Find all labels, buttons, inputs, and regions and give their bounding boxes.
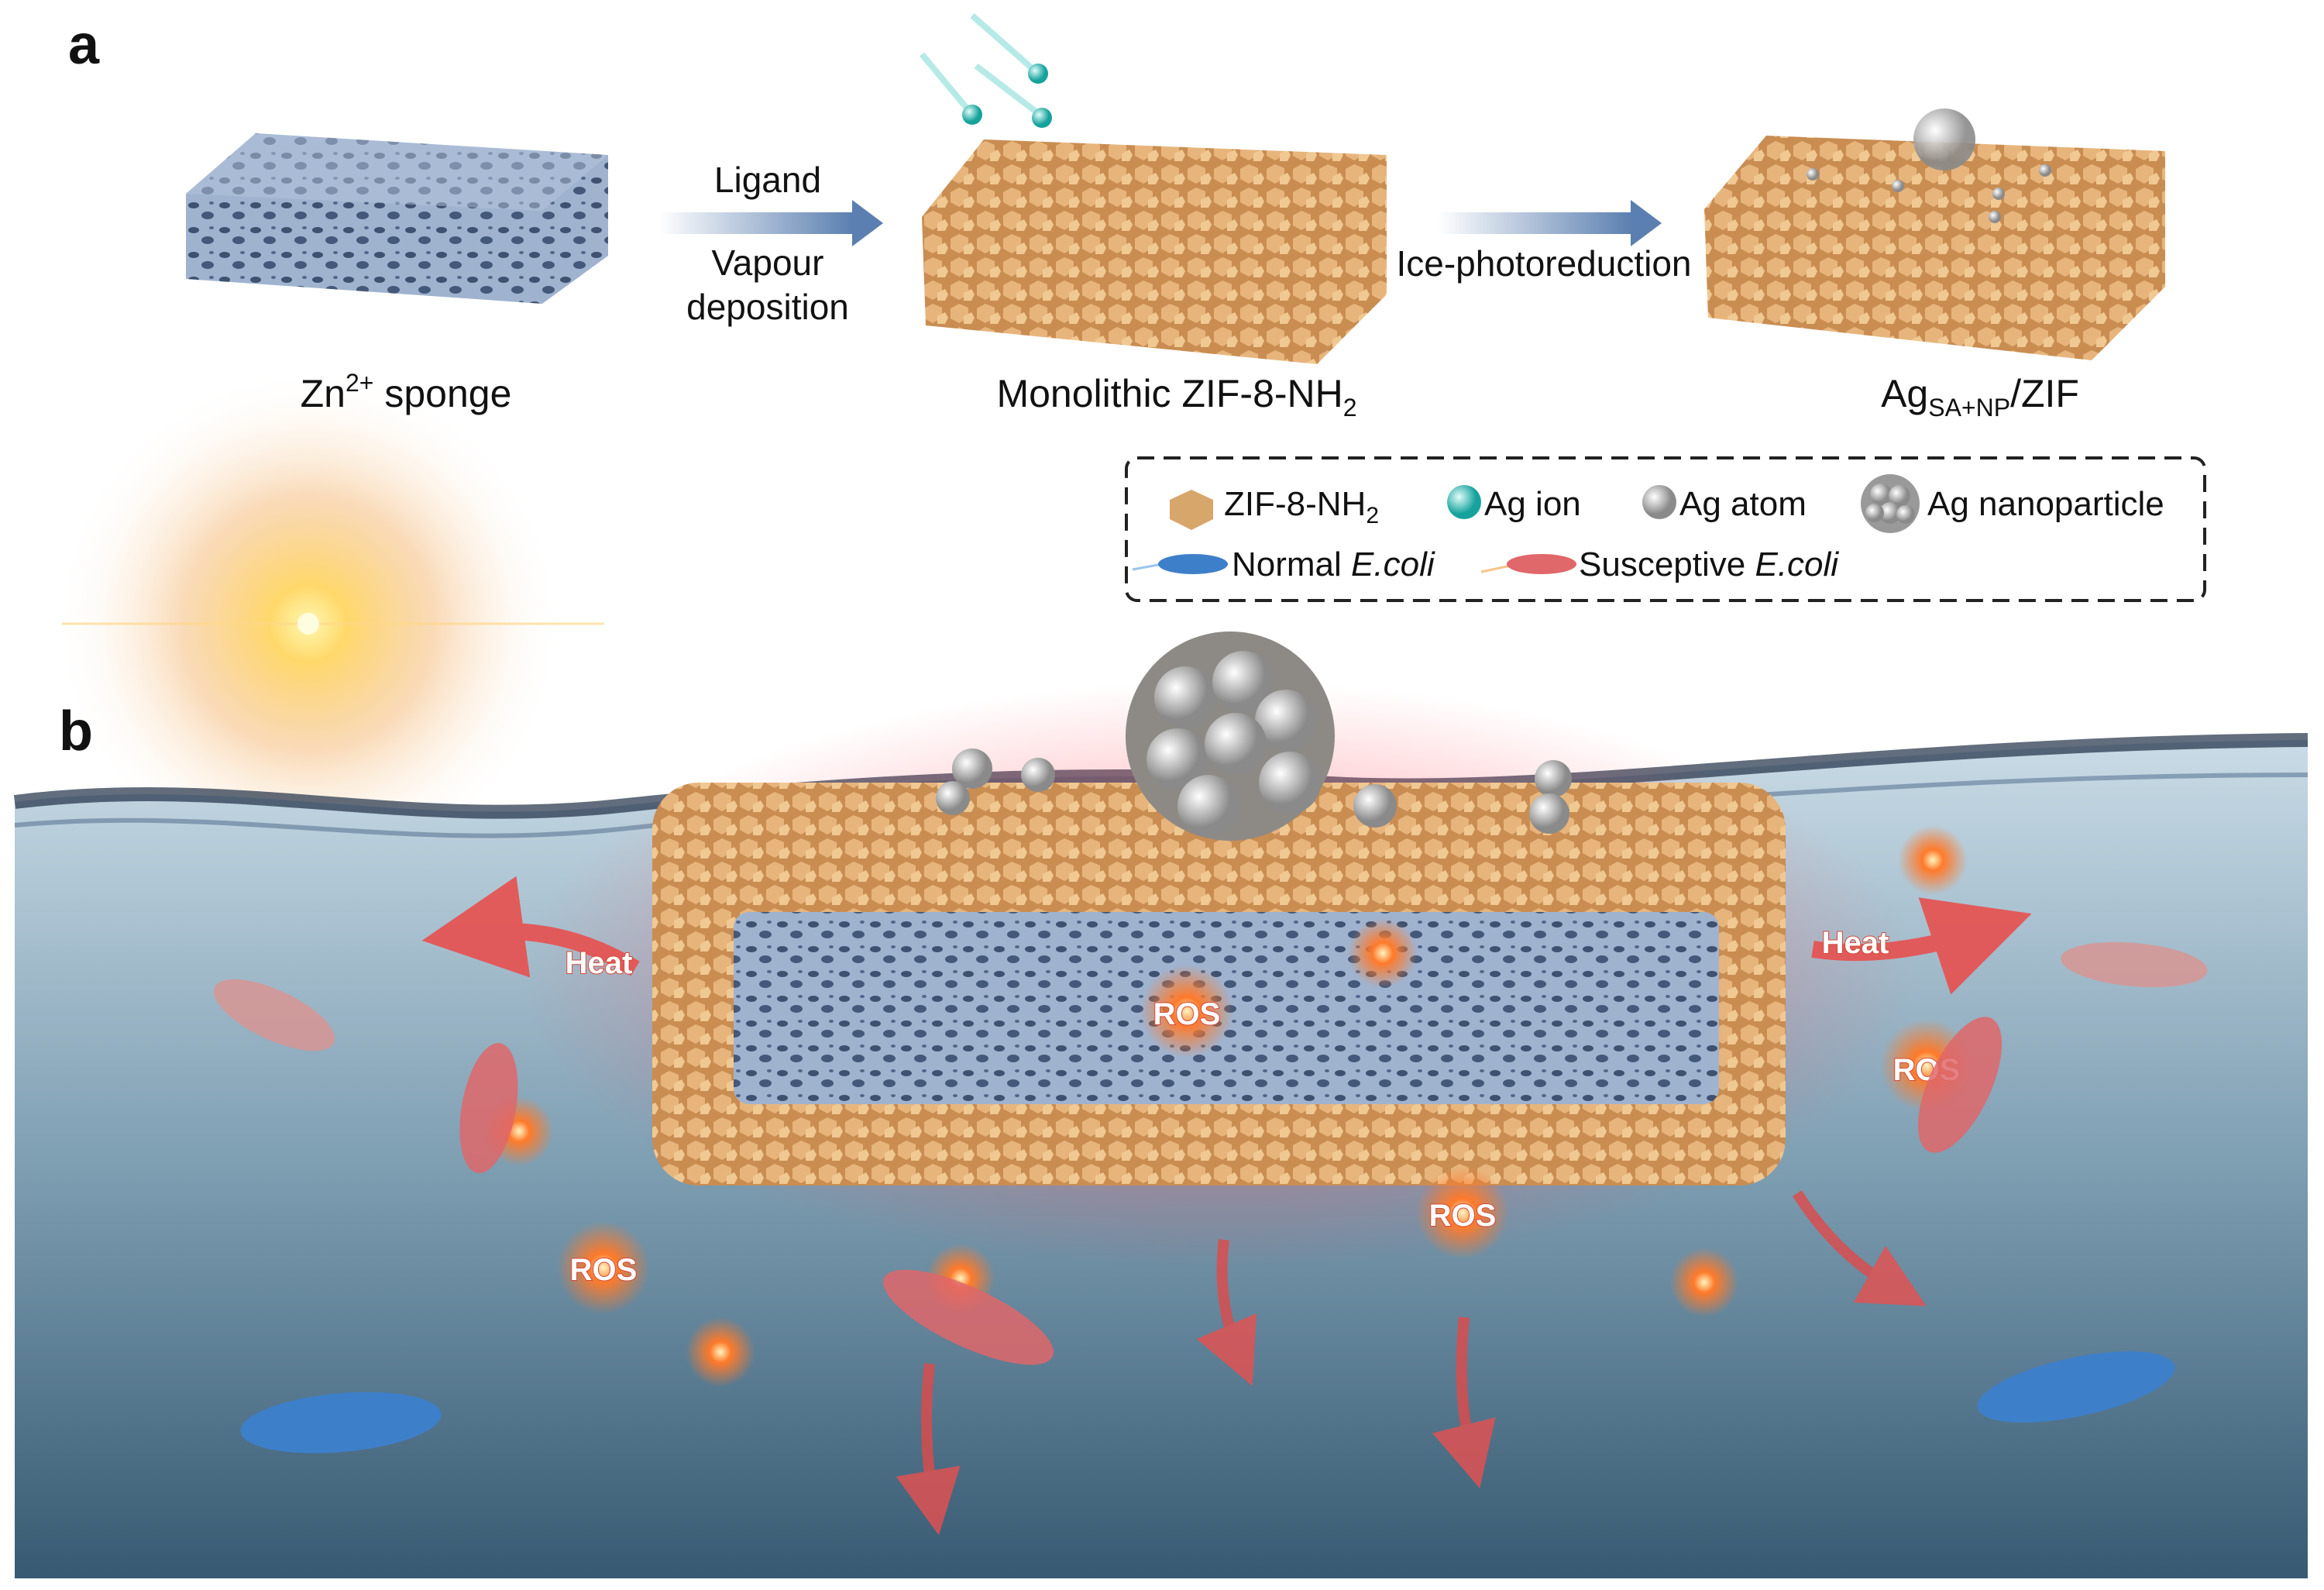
ag-nanoparticle-icon (1861, 474, 1920, 533)
vapour-label: Vapour (712, 243, 824, 283)
legend: ZIF-8-NH2 Ag ion Ag atom Ag nanoparticle… (1125, 456, 2206, 602)
susceptive-ecoli-icon (1480, 554, 1576, 574)
heat-arrow-right (1811, 897, 2032, 995)
ice-photoreduction-label: Ice-photoreduction (1396, 243, 1691, 284)
ag-zif-label: AgSA+NP/ZIF (1881, 372, 2079, 422)
zn-sponge-block (186, 133, 608, 304)
ag-zif-composite (652, 632, 1786, 1186)
ag-ion-streaks (919, 13, 1052, 128)
heat-label-left: Heat (566, 946, 633, 980)
legend-normal-ecoli: Normal E.coli (1232, 545, 1435, 583)
ros-label: ROS (1153, 997, 1221, 1031)
ros-label: ROS (570, 1253, 638, 1287)
ag-nanoparticle-cluster (1126, 632, 1335, 841)
ligand-label: Ligand (714, 160, 821, 200)
sun-core (297, 613, 319, 635)
ag-zif-block (1704, 108, 2165, 360)
legend-zif: ZIF-8-NH2 (1224, 485, 1379, 528)
susceptive-ecoli (213, 941, 2208, 1365)
legend-ag-ion: Ag ion (1484, 485, 1581, 523)
arrow-ice-photoreduction (1438, 200, 1662, 246)
monolithic-zif-label: Monolithic ZIF-8-NH2 (996, 372, 1356, 422)
zn-sponge-label: Zn2+ sponge (301, 369, 512, 415)
zif-crystal-icon (1170, 490, 1213, 530)
ag-ion-icon (1447, 485, 1481, 519)
heat-label-right: Heat (1822, 926, 1889, 960)
legend-ag-nanoparticle: Ag nanoparticle (1927, 485, 2164, 523)
legend-susceptive-ecoli: Susceptive E.coli (1579, 545, 1839, 583)
ag-atom-icon (1642, 485, 1676, 519)
arrow-vapour-deposition (659, 200, 883, 246)
legend-ag-atom: Ag atom (1679, 485, 1807, 523)
heat-arrow-left (421, 876, 640, 978)
ros-label: ROS (1429, 1199, 1497, 1233)
panel-label-a: a (68, 14, 100, 76)
deposition-label: deposition (686, 287, 849, 327)
normal-ecoli-icon (1132, 554, 1228, 574)
zif-monolith-block (922, 139, 1387, 364)
normal-ecoli (240, 1351, 2175, 1454)
panel-label-b: b (59, 700, 93, 762)
downward-heat-arrows (896, 1190, 1927, 1536)
